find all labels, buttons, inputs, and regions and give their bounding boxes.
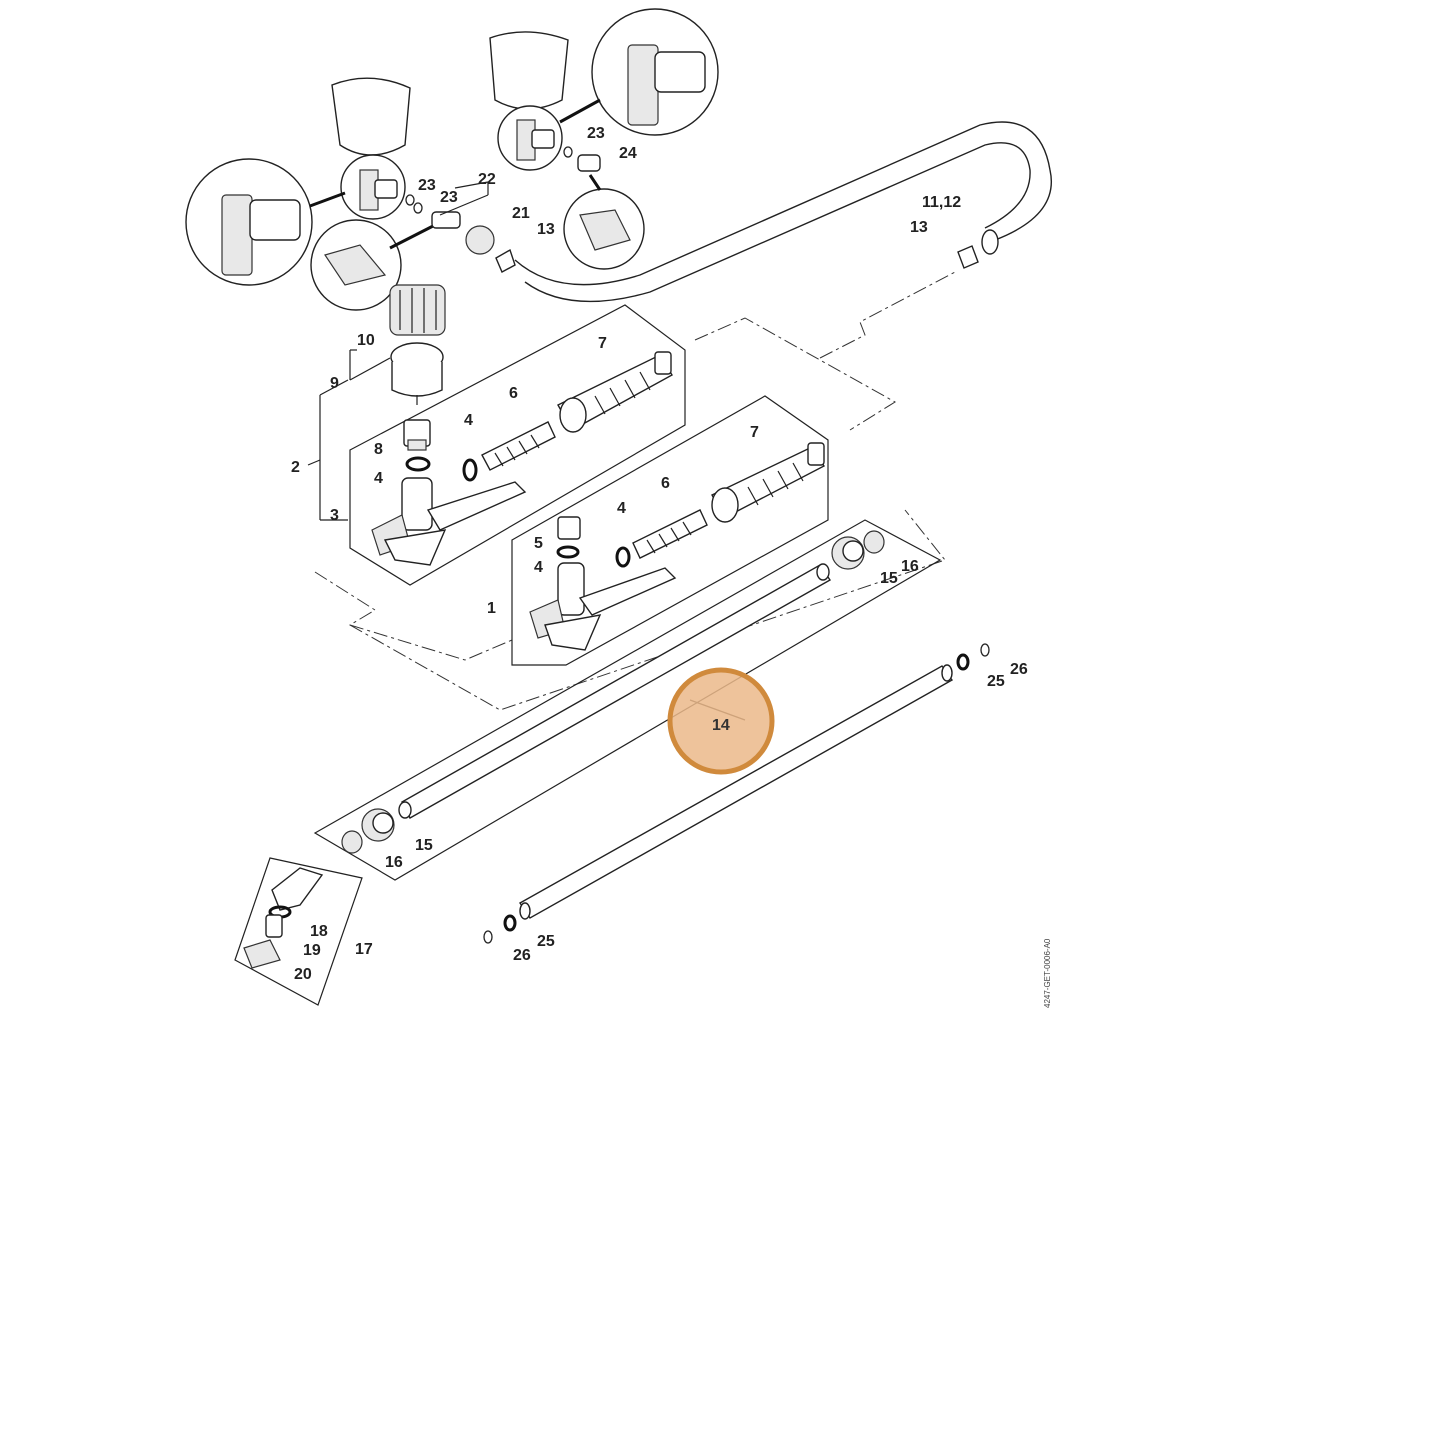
panel-elbow-nozzle — [234, 857, 363, 1006]
label-22: 22 — [478, 171, 496, 188]
label-16-upper: 16 — [901, 558, 919, 575]
label-7-upper: 7 — [598, 335, 607, 352]
highlight-circle — [667, 667, 775, 775]
label-6-lower: 6 — [661, 475, 670, 492]
document-id: 4247-GET-0006-A0 — [1043, 938, 1052, 1008]
label-13-right: 13 — [910, 219, 928, 236]
label-26-lower: 26 — [513, 947, 531, 964]
label-13-left: 13 — [537, 221, 555, 238]
label-14: 14 — [712, 717, 730, 734]
label-26-upper: 26 — [1010, 661, 1028, 678]
panel-upper-valve — [349, 304, 686, 586]
label-24: 24 — [619, 145, 637, 162]
label-4-upper-gauge: 4 — [374, 470, 383, 487]
callout-labels: 1 2 3 4 4 4 4 5 6 6 7 7 8 9 10 11,12 13 … — [291, 125, 1028, 983]
label-25-upper: 25 — [987, 673, 1005, 690]
label-10: 10 — [357, 332, 375, 349]
label-23-a: 23 — [418, 177, 436, 194]
label-1: 1 — [487, 600, 496, 617]
label-7-lower: 7 — [750, 424, 759, 441]
tube-long — [483, 643, 990, 944]
label-5: 5 — [534, 535, 543, 552]
label-23-c: 23 — [587, 125, 605, 142]
label-15-lower: 15 — [415, 837, 433, 854]
top-assembly — [185, 8, 1052, 405]
label-18: 18 — [310, 923, 328, 940]
label-16-lower: 16 — [385, 854, 403, 871]
label-23-b: 23 — [440, 189, 458, 206]
assembly-outlines — [314, 271, 956, 711]
label-4-lower-tube: 4 — [617, 500, 626, 517]
label-20: 20 — [294, 966, 312, 983]
label-15-upper: 15 — [880, 570, 898, 587]
label-8: 8 — [374, 441, 383, 458]
label-19: 19 — [303, 942, 321, 959]
label-25-lower: 25 — [537, 933, 555, 950]
label-3: 3 — [330, 507, 339, 524]
label-11-12: 11,12 — [922, 194, 961, 211]
label-21: 21 — [512, 205, 530, 222]
label-17: 17 — [355, 941, 373, 958]
panel-tube-assembly — [313, 519, 942, 881]
panel-lower-valve — [511, 395, 829, 666]
label-4-lower-valve: 4 — [534, 559, 543, 576]
label-9: 9 — [330, 375, 339, 392]
label-6-upper: 6 — [509, 385, 518, 402]
label-4-upper-tube: 4 — [464, 412, 473, 429]
label-2: 2 — [291, 459, 300, 476]
